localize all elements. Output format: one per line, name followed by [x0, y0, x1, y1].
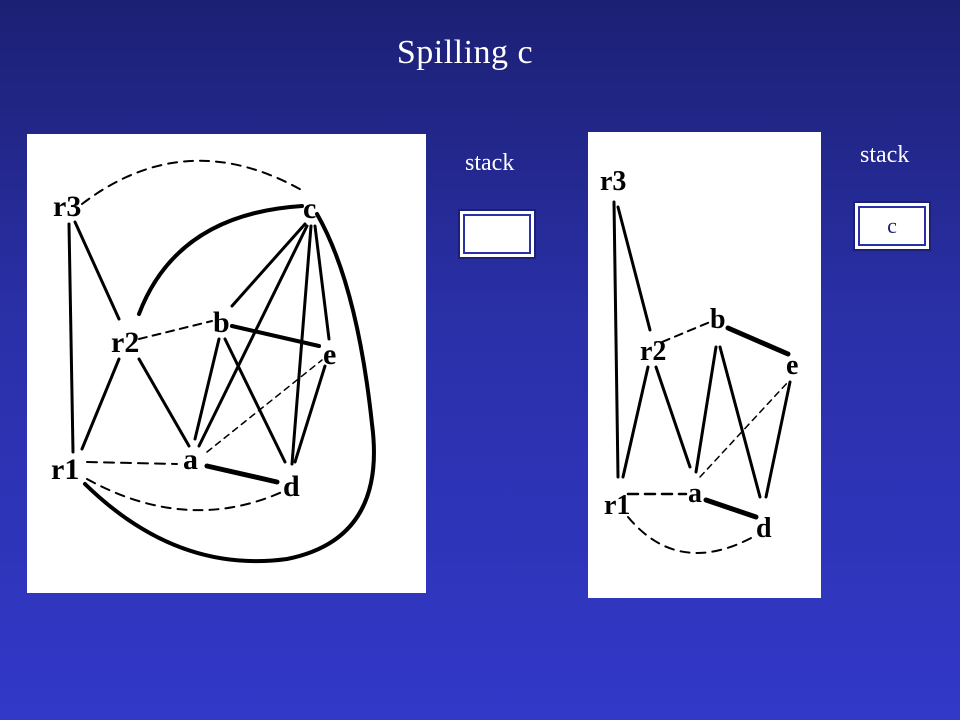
node-r3: r3: [600, 166, 626, 197]
node-d: d: [756, 513, 772, 544]
stack-box-right: c: [853, 201, 931, 251]
edge-a-e: [699, 381, 789, 478]
edge-r2-r1: [621, 365, 650, 479]
edge-r3-r2: [73, 220, 121, 321]
edge-b-a: [694, 345, 718, 474]
edge-e-d: [764, 380, 792, 499]
stack-entry-c: c: [858, 206, 926, 246]
node-b: b: [710, 304, 726, 335]
node-r2: r2: [111, 326, 139, 359]
node-r1: r1: [604, 490, 630, 521]
edge-e-d: [293, 364, 327, 464]
edge-b-a: [193, 337, 221, 441]
edge-r1-d: [86, 478, 283, 512]
edge-a-e: [206, 359, 323, 453]
stack-label-left: stack: [465, 150, 515, 176]
node-b: b: [213, 306, 230, 339]
edge-b-d: [223, 337, 287, 464]
edge-b-e: [725, 325, 791, 357]
interference-graph-right: r3 r2 b e r1 a d: [588, 132, 821, 598]
node-e: e: [786, 350, 798, 381]
edge-r2-a: [137, 357, 191, 448]
node-r1: r1: [51, 453, 79, 486]
edge-b-e: [230, 324, 321, 348]
interference-graph-left: r3 c r2 b e r1 a d: [27, 134, 426, 593]
edge-r2-c: [137, 204, 304, 316]
stack-box-left-inner: [463, 214, 531, 254]
edge-r1-a: [86, 461, 178, 465]
node-a: a: [688, 478, 702, 509]
edge-a-d: [204, 463, 280, 485]
node-r2: r2: [640, 336, 666, 367]
edge-c-d: [290, 224, 313, 466]
node-d: d: [283, 470, 300, 503]
edge-r3-r2: [616, 205, 652, 332]
graph-left-svg: r3 c r2 b e r1 a d: [51, 159, 376, 564]
edge-r3-r1: [612, 200, 620, 479]
node-e: e: [323, 338, 336, 371]
edge-c-b: [230, 222, 307, 308]
edge-r3-r1: [67, 222, 75, 454]
stack-label-right: stack: [860, 142, 910, 168]
edge-b-d: [718, 345, 762, 499]
slide-title: Spilling c: [396, 34, 534, 71]
graph-right-svg: r3 r2 b e r1 a d: [600, 166, 798, 554]
edge-r2-b: [138, 320, 213, 340]
edge-r2-a: [654, 365, 692, 469]
stack-box-left: [458, 209, 536, 259]
edge-r1-d: [627, 516, 754, 554]
node-a: a: [183, 443, 198, 476]
node-r3: r3: [53, 190, 81, 223]
edge-c-e: [313, 224, 331, 341]
edge-r2-b: [661, 321, 711, 343]
edge-r1-c: [83, 212, 376, 564]
edge-a-d: [703, 497, 759, 520]
edge-r3-c: [81, 159, 306, 205]
edge-c-a: [197, 224, 309, 448]
node-c: c: [303, 192, 316, 225]
edge-r2-r1: [80, 357, 121, 451]
